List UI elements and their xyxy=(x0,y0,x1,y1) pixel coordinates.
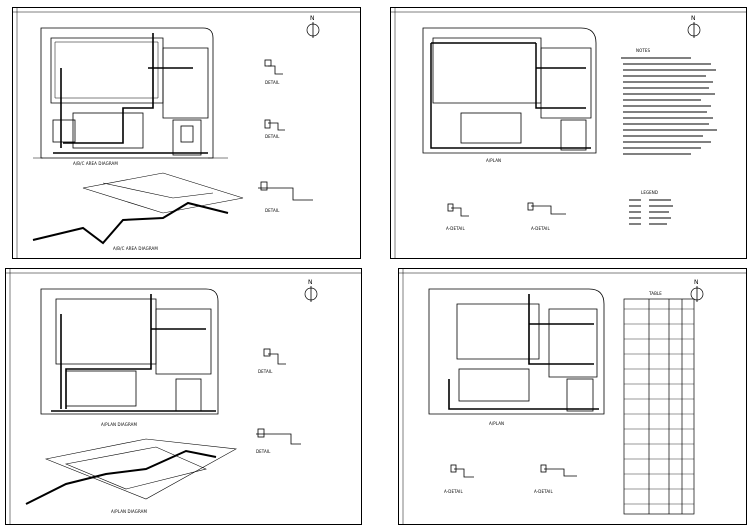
north-arrow-label: N xyxy=(310,15,315,22)
drawing-sheet-top-left: A/B/C AREA DIAGRAM A/B/C AREA DIAGRAM DE… xyxy=(12,7,361,259)
legend-title: LEGEND xyxy=(641,190,659,195)
detail-caption: DETAIL xyxy=(265,134,280,139)
detail-caption: DETAIL xyxy=(258,369,273,374)
drawing-sheet-bottom-right: A/PLAN A-DETAIL A-DETAIL TABLE N xyxy=(398,268,747,525)
detail-caption: A-DETAIL xyxy=(531,226,550,231)
north-arrow-label: N xyxy=(694,279,699,286)
plan-caption: A/PLAN xyxy=(489,421,505,426)
north-arrow-label: N xyxy=(691,15,696,22)
detail-caption: A-DETAIL xyxy=(534,489,553,494)
plan-caption: A/PLAN DIAGRAM xyxy=(101,422,138,427)
detail-caption: DETAIL xyxy=(256,449,271,454)
plan-caption: A/B/C AREA DIAGRAM xyxy=(73,161,118,166)
drawing-sheet-top-right: A/PLAN A-DETAIL A-DETAIL NOTES LEGEND N xyxy=(390,7,747,259)
table-title: TABLE xyxy=(649,291,662,296)
diagram-caption: A/PLAN DIAGRAM xyxy=(111,509,148,514)
detail-caption: DETAIL xyxy=(265,208,280,213)
notes-title: NOTES xyxy=(636,48,651,53)
drawing-sheet-bottom-left: A/PLAN DIAGRAM A/PLAN DIAGRAM DETAIL DET… xyxy=(5,268,362,525)
site-plan-drawing xyxy=(13,8,360,258)
detail-caption: DETAIL xyxy=(265,80,280,85)
plan-caption: A/PLAN xyxy=(486,158,502,163)
detail-caption: A-DETAIL xyxy=(444,489,463,494)
site-plan-drawing xyxy=(391,8,746,258)
diagram-caption: A/B/C AREA DIAGRAM xyxy=(113,246,158,251)
site-plan-drawing xyxy=(399,269,746,524)
detail-caption: A-DETAIL xyxy=(446,226,465,231)
site-plan-drawing xyxy=(6,269,361,524)
north-arrow-label: N xyxy=(308,279,313,286)
